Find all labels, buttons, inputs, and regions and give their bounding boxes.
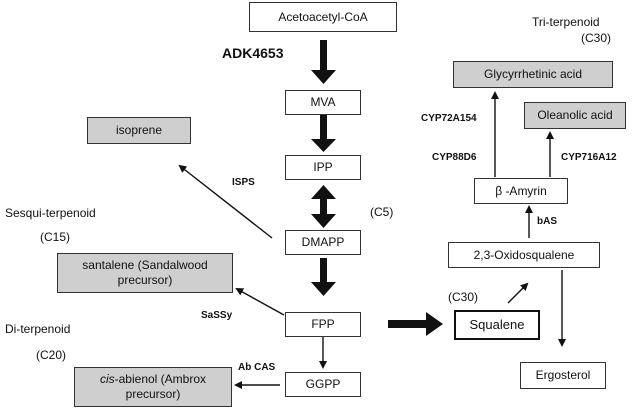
node-beta-amyrin: β -Amyrin bbox=[474, 178, 568, 204]
label-c20: (C20) bbox=[36, 348, 66, 362]
thick-arrow-mva-ipp bbox=[311, 115, 336, 152]
node-mva: MVA bbox=[285, 90, 361, 115]
arrow-dmapp-isoprene bbox=[180, 166, 272, 238]
node-oxidosqualene: 2,3-Oxidosqualene bbox=[448, 242, 600, 268]
node-dmapp: DMAPP bbox=[285, 230, 361, 255]
enzyme-sassy: SaSSy bbox=[201, 310, 232, 321]
label-di-terpenoid: Di-terpenoid bbox=[5, 322, 70, 336]
node-cis-abienol: cis-abienol (Ambrox precursor) bbox=[74, 367, 232, 407]
label-c30-mid: (C30) bbox=[448, 290, 478, 304]
node-oleanolic-acid: Oleanolic acid bbox=[524, 102, 626, 129]
node-glycyrrhetinic-acid: Glycyrrhetinic acid bbox=[453, 61, 613, 88]
label-c30-top: (C30) bbox=[581, 31, 611, 45]
abienol-rest: -abienol (Ambrox precursor) bbox=[115, 372, 206, 401]
enzyme-cyp716a12: CYP716A12 bbox=[561, 152, 617, 163]
cis-abienol-label: cis-abienol (Ambrox precursor) bbox=[83, 372, 223, 402]
enzyme-cyp72a154: CYP72A154 bbox=[421, 113, 477, 124]
label-c15: (C15) bbox=[40, 230, 70, 244]
label-tri-terpenoid: Tri-terpenoid bbox=[532, 15, 600, 29]
thick-double-arrow-ipp-dmapp bbox=[311, 185, 336, 228]
node-ipp: IPP bbox=[285, 155, 361, 180]
node-isoprene: isoprene bbox=[87, 117, 191, 144]
arrow-squalene-oxidosqualene bbox=[508, 284, 527, 303]
cis-prefix: cis bbox=[100, 372, 115, 386]
label-sesqui-terpenoid: Sesqui-terpenoid bbox=[5, 206, 96, 220]
node-santalene: santalene (Sandalwood precursor) bbox=[57, 253, 233, 293]
thick-arrow-fpp-squalene bbox=[388, 312, 443, 336]
enzyme-bas: bAS bbox=[537, 216, 557, 227]
node-ergosterol: Ergosterol bbox=[520, 362, 606, 389]
node-squalene: Squalene bbox=[454, 310, 540, 340]
node-ggpp: GGPP bbox=[285, 372, 361, 397]
node-acetoacetyl-coa: Acetoacetyl-CoA bbox=[249, 2, 397, 32]
label-adk4653: ADK4653 bbox=[222, 45, 283, 61]
arrow-fpp-santalene bbox=[237, 289, 284, 315]
enzyme-isps: ISPS bbox=[232, 177, 255, 188]
thick-arrow-dmapp-fpp bbox=[311, 258, 336, 296]
enzyme-cyp88d6: CYP88D6 bbox=[432, 152, 476, 163]
node-fpp: FPP bbox=[285, 312, 361, 337]
thick-arrow-acetoacetyl-mva bbox=[311, 40, 336, 84]
label-c5: (C5) bbox=[370, 205, 393, 219]
enzyme-ab-cas: Ab CAS bbox=[238, 362, 275, 373]
